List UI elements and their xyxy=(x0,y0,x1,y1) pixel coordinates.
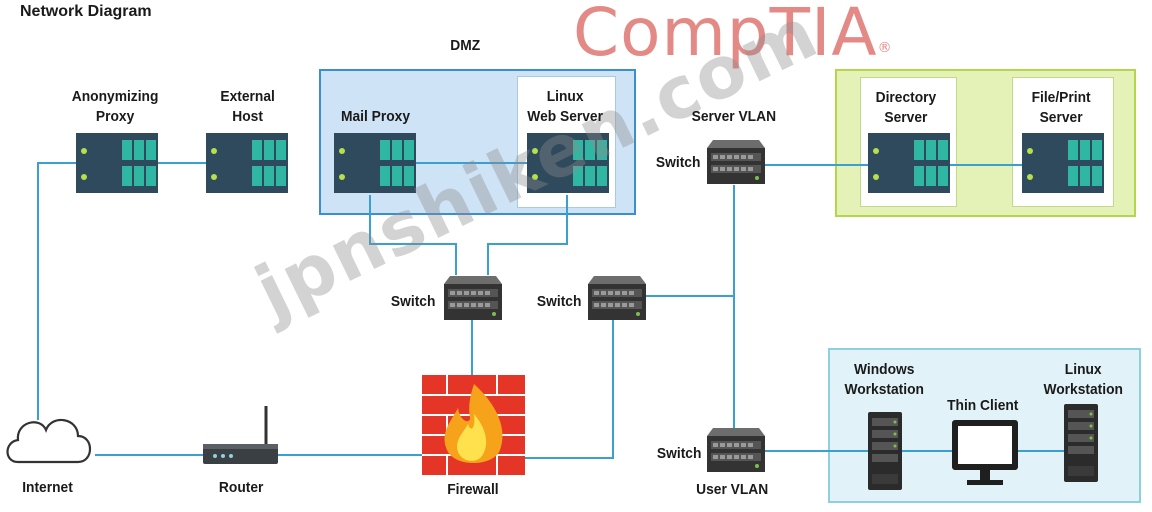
link-switch-left-web-server xyxy=(487,195,568,275)
network-switch-icon[interactable] xyxy=(444,276,502,320)
dmz-label: DMZ xyxy=(450,37,481,54)
switch-server-label: Switch xyxy=(655,154,701,171)
switch-user-label: Switch xyxy=(656,445,702,462)
tower-pc-icon[interactable] xyxy=(868,412,902,490)
comptia-logo: CompTIA® xyxy=(573,0,893,71)
link-switch-left-mail-proxy xyxy=(369,195,457,275)
tower-pc-icon[interactable] xyxy=(1064,404,1098,482)
cloud-icon[interactable] xyxy=(6,419,92,464)
switch-mid-label: Switch xyxy=(536,293,582,310)
link-firewall-switch-mid xyxy=(525,320,614,459)
switch-left-label: Switch xyxy=(390,293,436,310)
file-print-server-label: File/Print Server xyxy=(1031,89,1091,126)
page-title: Network Diagram xyxy=(20,3,152,20)
network-links xyxy=(37,162,1064,459)
external-host-label: External Host xyxy=(220,88,275,125)
linux-workstation-label: Linux Workstation xyxy=(1043,361,1123,398)
windows-workstation-label: Windows Workstation xyxy=(844,361,924,398)
rack-server-icon[interactable] xyxy=(1022,133,1104,193)
router-icon[interactable] xyxy=(203,406,278,464)
server-vlan-label: Server VLAN xyxy=(691,108,777,125)
internet-label: Internet xyxy=(22,479,73,496)
monitor-icon[interactable] xyxy=(952,420,1018,485)
anonymizing-proxy-label: Anonymizing Proxy xyxy=(71,88,159,125)
router-label: Router xyxy=(218,479,264,496)
network-switch-icon[interactable] xyxy=(588,276,646,320)
link-internet-anonymizing-proxy xyxy=(37,162,78,420)
linux-web-server-label: Linux Web Server xyxy=(527,88,603,125)
rack-server-icon[interactable] xyxy=(206,133,288,193)
firewall-label: Firewall xyxy=(447,481,499,498)
firewall-icon[interactable] xyxy=(422,375,525,475)
network-switch-icon[interactable] xyxy=(707,428,765,472)
directory-server-label: Directory Server xyxy=(875,89,937,126)
network-switch-icon[interactable] xyxy=(707,140,765,184)
thin-client-label: Thin Client xyxy=(947,397,1019,414)
rack-server-icon[interactable] xyxy=(76,133,158,193)
mail-proxy-label: Mail Proxy xyxy=(341,108,411,125)
rack-server-icon[interactable] xyxy=(868,133,950,193)
user-vlan-label: User VLAN xyxy=(696,481,769,498)
